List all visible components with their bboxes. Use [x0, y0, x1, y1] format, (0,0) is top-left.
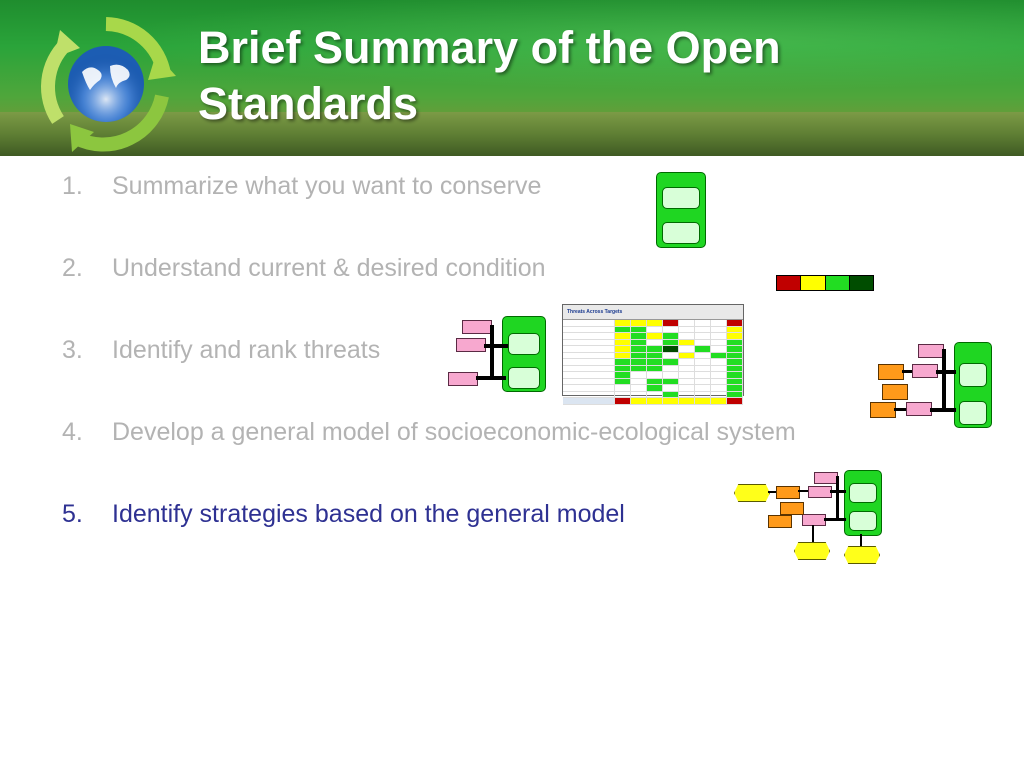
link-line [936, 370, 956, 374]
link-line [812, 525, 814, 542]
link-line [942, 374, 946, 410]
target-box [662, 222, 700, 244]
strategy-hexagon [844, 546, 880, 564]
target-box [849, 511, 877, 531]
target-column [502, 316, 546, 392]
target-column [844, 470, 882, 536]
step-number: 5. [62, 500, 83, 528]
contributing-factor-box [870, 402, 896, 418]
step-number: 4. [62, 418, 83, 446]
rating-fair [801, 276, 826, 290]
step-1: 1. Summarize what you want to conserve [62, 171, 541, 201]
target-box [849, 483, 877, 503]
mini-table-title: Threats Across Targets [563, 305, 743, 320]
strategy-hexagon [734, 484, 770, 502]
target-box [662, 187, 700, 209]
step-4: 4. Develop a general model of socioeconom… [62, 417, 796, 447]
link-line [860, 534, 862, 546]
threat-box [808, 486, 832, 498]
rating-good [825, 276, 850, 290]
target-column [954, 342, 992, 428]
step-5: 5. Identify strategies based on the gener… [62, 499, 625, 529]
link-line [830, 490, 846, 493]
step-label: Develop a general model of socioeconomic… [112, 418, 796, 446]
banner-sky [0, 0, 1024, 100]
mini-table-grid [563, 320, 743, 405]
contributing-factor-box [878, 364, 904, 380]
contributing-factor-box [780, 502, 804, 515]
contributing-factor-box [768, 515, 792, 528]
link-line [930, 408, 956, 412]
threat-box [814, 472, 838, 484]
header-banner: Brief Summary of the Open Standards [0, 0, 1024, 156]
step-2: 2. Understand current & desired condition [62, 253, 546, 283]
slide-title: Brief Summary of the Open Standards [198, 22, 781, 129]
link-line [490, 325, 494, 349]
rating-poor [777, 276, 802, 290]
link-line [490, 348, 494, 378]
threats-graphic [446, 316, 546, 392]
step-label: Summarize what you want to conserve [112, 172, 542, 200]
link-line [902, 370, 912, 373]
link-line [836, 476, 839, 494]
strategies-graphic [734, 470, 884, 564]
threat-box [456, 338, 486, 352]
conceptual-model-graphic [870, 340, 992, 428]
threat-box [912, 364, 938, 378]
target-box [959, 363, 987, 387]
step-number: 1. [62, 172, 83, 200]
step-number: 3. [62, 336, 83, 364]
link-line [798, 490, 808, 492]
threat-ranking-table: Threats Across Targets [562, 304, 744, 405]
step-3: 3. Identify and rank threats [62, 335, 380, 365]
step-number: 2. [62, 254, 83, 282]
threat-box [448, 372, 478, 386]
target-box [508, 333, 540, 355]
contributing-factor-box [776, 486, 800, 499]
target-box [508, 367, 540, 389]
recycle-globe-logo-icon [41, 17, 176, 152]
banner-ground [0, 112, 1024, 156]
viability-rating-scale [776, 275, 874, 291]
step-label: Identify and rank threats [112, 336, 381, 364]
strategy-hexagon [794, 542, 830, 560]
link-line [942, 349, 946, 373]
threat-box [802, 514, 826, 526]
link-line [894, 408, 906, 411]
threat-box [462, 320, 492, 334]
link-line [484, 344, 508, 348]
contributing-factor-box [882, 384, 908, 400]
link-line [824, 518, 846, 521]
step-label: Understand current & desired condition [112, 254, 546, 282]
targets-graphic [656, 172, 706, 248]
step-label: Identify strategies based on the general… [112, 500, 625, 528]
link-line [836, 494, 839, 520]
link-line [768, 491, 776, 493]
threat-box [906, 402, 932, 416]
link-line [476, 376, 506, 380]
rating-very-good [849, 276, 873, 290]
threat-box [918, 344, 944, 358]
target-box [959, 401, 987, 425]
